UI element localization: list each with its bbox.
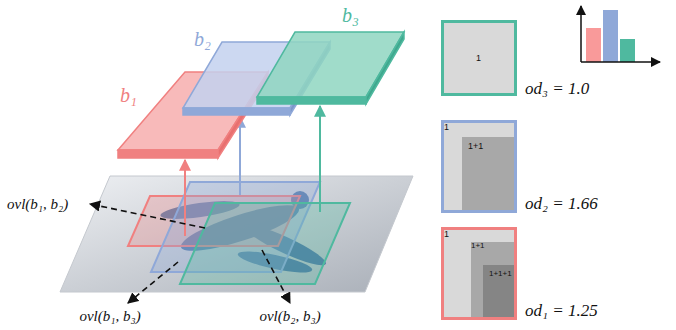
score-label: od₁ = 1.25 bbox=[525, 302, 598, 321]
overlap-region: 1+1+1 1+1 bbox=[471, 242, 514, 317]
overlap-label: ovl(b₁, b₂) bbox=[5, 196, 70, 213]
overlap-label: ovl(b₁, b₃) bbox=[77, 308, 142, 325]
overlap-count: 1+1 bbox=[468, 142, 483, 151]
box-label: b₂ bbox=[194, 28, 211, 50]
overlap-count: 1 bbox=[476, 54, 481, 63]
image-plane bbox=[60, 176, 413, 292]
lift-arrow bbox=[319, 106, 321, 212]
leader-line bbox=[262, 250, 290, 303]
score-label: od₃ = 1.0 bbox=[525, 80, 589, 99]
slab-b3 bbox=[257, 32, 404, 104]
box-label: b₁ bbox=[120, 84, 137, 106]
leader-line bbox=[128, 262, 178, 303]
leader-line bbox=[90, 204, 205, 228]
bar-chart bbox=[581, 6, 660, 62]
overlap-count: 1 bbox=[444, 230, 449, 239]
box-label: b₃ bbox=[342, 4, 359, 26]
overlap-count: 1 bbox=[444, 123, 449, 132]
overlap-label: ovl(b₂, b₃) bbox=[257, 308, 322, 325]
overlap-box: 1+1+1 1+1 1 bbox=[441, 227, 517, 320]
score-label: od₂ = 1.66 bbox=[525, 195, 598, 214]
lift-arrow bbox=[239, 117, 241, 195]
overlap-count: 1+1+1 bbox=[489, 270, 512, 278]
overlap-region: 1+1 bbox=[462, 137, 514, 210]
overlap-box: 1 bbox=[441, 20, 517, 96]
overlap-box: 1+1 1 bbox=[441, 120, 517, 213]
overlap-count: 1+1 bbox=[471, 242, 485, 250]
box-b3-on-plane bbox=[180, 203, 350, 284]
overlap-region: 1+1+1 bbox=[483, 265, 514, 317]
